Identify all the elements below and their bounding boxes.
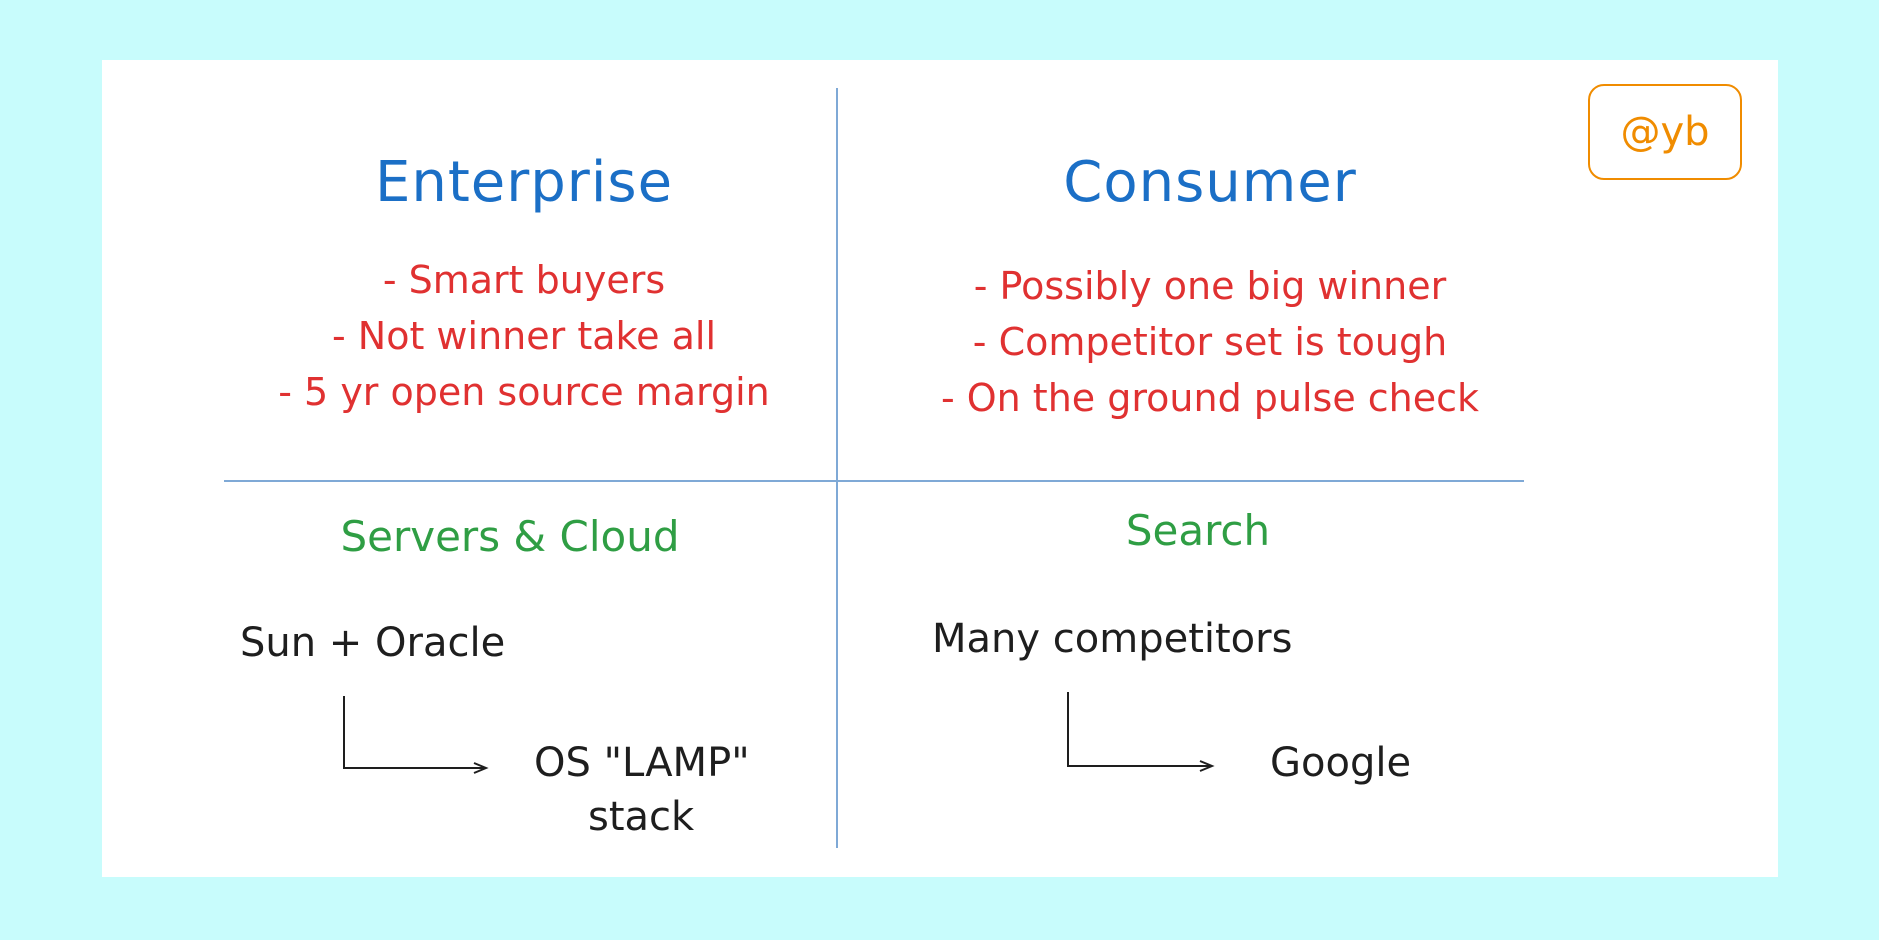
enterprise-title: Enterprise (374, 150, 674, 215)
consumer-point: - Possibly one big winner (973, 264, 1447, 308)
diagram-card (102, 60, 1778, 877)
vertical-divider (836, 88, 838, 848)
enterprise-point: - 5 yr open source margin (278, 370, 770, 414)
consumer-arrow (1067, 692, 1215, 772)
enterprise-disruptor-line1: OS "LAMP" (534, 740, 750, 786)
consumer-title: Consumer (1063, 150, 1357, 215)
consumer-points: - Possibly one big winner - Competitor s… (870, 258, 1550, 426)
consumer-disruptor: Google (1270, 740, 1412, 786)
author-badge: @yb (1588, 84, 1742, 180)
consumer-point: - On the ground pulse check (940, 376, 1480, 420)
enterprise-example-heading: Servers & Cloud (340, 512, 680, 561)
consumer-point: - Competitor set is tough (972, 320, 1448, 364)
enterprise-points: - Smart buyers - Not winner take all - 5… (224, 252, 824, 420)
enterprise-incumbent: Sun + Oracle (240, 620, 506, 666)
consumer-incumbent: Many competitors (932, 616, 1293, 662)
consumer-example-heading: Search (1125, 506, 1271, 555)
enterprise-arrow (343, 696, 489, 774)
enterprise-point: - Not winner take all (331, 314, 717, 358)
enterprise-point: - Smart buyers (382, 258, 666, 302)
horizontal-divider (224, 480, 1524, 482)
enterprise-disruptor-line2: stack (588, 794, 695, 840)
